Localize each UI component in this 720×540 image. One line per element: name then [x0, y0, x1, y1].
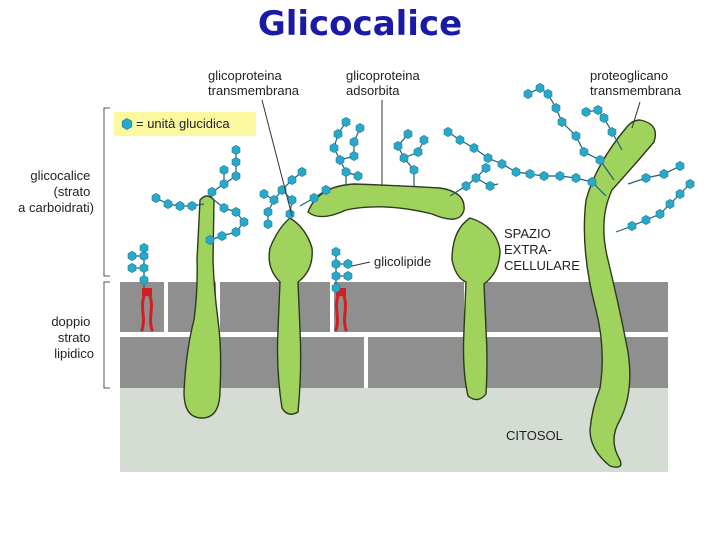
hexagon-sugar-icon [121, 118, 133, 130]
glycocalyx-label: glicocalice (strato a carboidrati) [18, 168, 94, 215]
transmembrane-glycoprotein [268, 217, 313, 415]
cytosol-label: CITOSOL [506, 428, 563, 443]
proteoglycan-core [583, 119, 657, 468]
pointer-lines [261, 99, 641, 267]
legend-text: = unità glucidica [136, 116, 230, 131]
glycolipid-tails [140, 294, 348, 332]
page-title: Glicocalice [257, 4, 463, 44]
transmembrane-protein-left [183, 195, 222, 419]
glycolipid-label: glicolipide [374, 254, 431, 269]
adsorbed-glycoprotein-label: glicoproteina adsorbita [346, 68, 423, 98]
adsorbed-glycoprotein [307, 183, 465, 220]
glycolipid-head-1 [142, 288, 152, 296]
transmembrane-protein-right [451, 217, 501, 401]
extracellular-space-label: SPAZIO EXTRA- CELLULARE [504, 226, 580, 273]
legend-box [114, 112, 256, 136]
transmembrane-glycoprotein-label: glicoproteina transmembrana [208, 68, 300, 98]
bilayer-label: doppio strato lipidico [51, 314, 94, 361]
protein-shapes [183, 119, 657, 468]
glycolipid-head-2 [336, 288, 346, 296]
proteoglycan-label: proteoglicano transmembrana [590, 68, 682, 98]
side-brackets [103, 107, 110, 389]
